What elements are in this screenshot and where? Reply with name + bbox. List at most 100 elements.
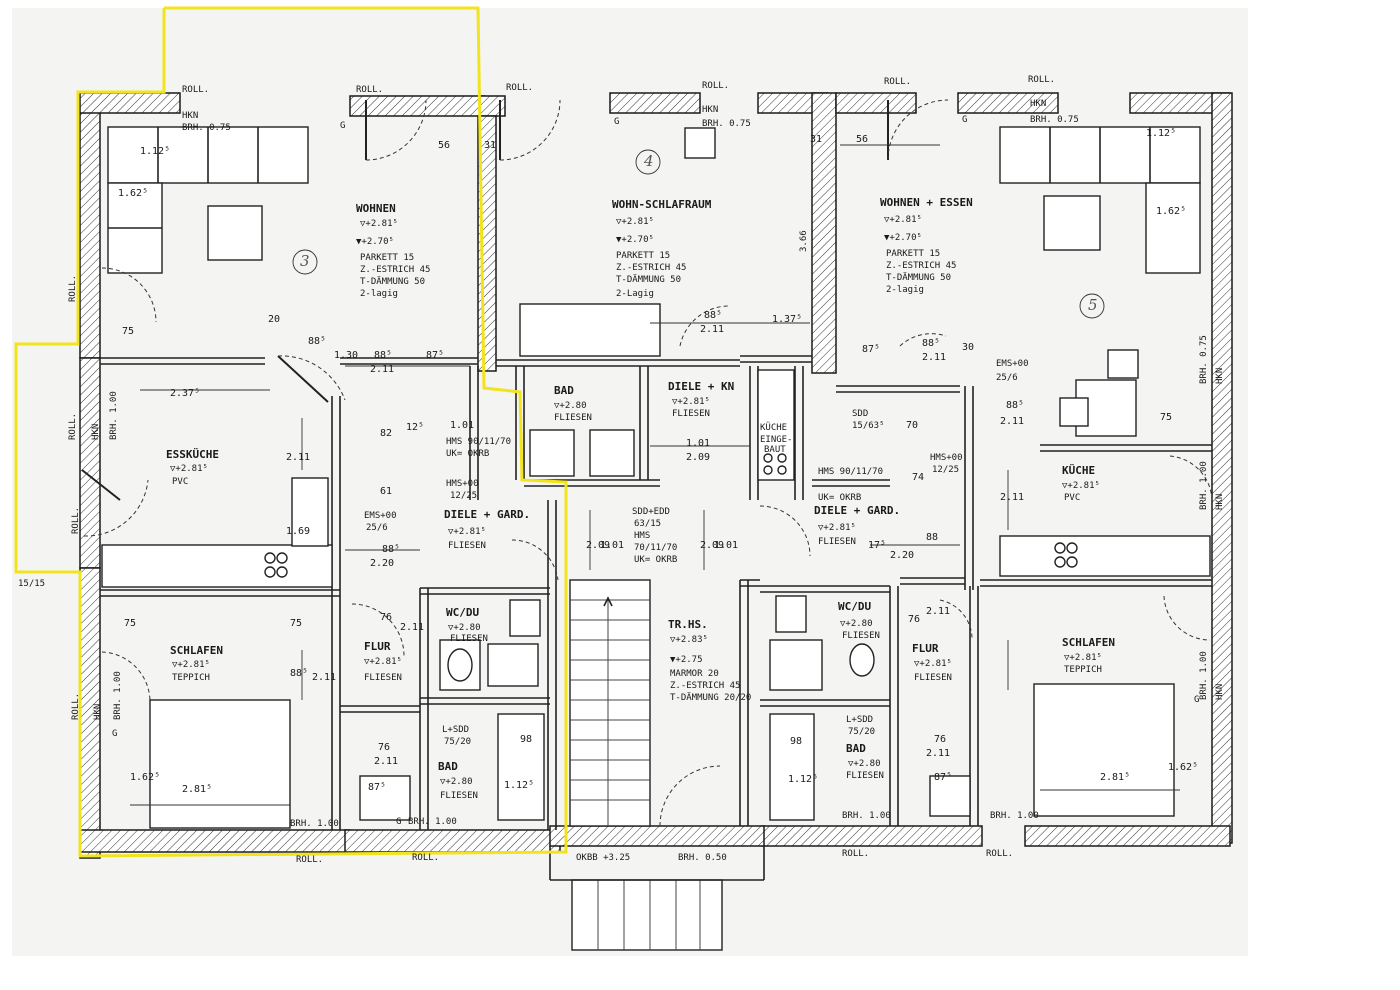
roll-label: ROLL. [702,81,729,91]
dimension: 98 [790,736,802,747]
dimension: 1.62⁵ [130,772,160,783]
room-wcdu-left-level: ▽+2.80 [448,623,481,633]
dimension: 2.37⁵ [170,388,200,399]
brh-label: BRH. 0.75 [702,119,751,129]
room-bad-right-level: ▽+2.80 [848,759,881,769]
room-wohnen-left-layers: 2-lagig [360,289,398,299]
dimension: 76 [380,612,392,623]
brh-label: BRH. 1.00 [408,817,457,827]
brh-label: BRH. 1.00 [290,819,339,829]
g-marker: G [396,817,401,827]
room-wohnen-left-level2: ▼+2.70⁵ [356,237,394,247]
room-treppenhaus-floor: MARMOR 20 [670,669,719,679]
dimension: 2.11 [400,622,424,633]
brh-label-vertical: BRH. 1.00 [1199,461,1209,510]
interior-walls [100,355,1212,830]
dimension: 61 [380,486,392,497]
dimension: 70 [906,420,918,431]
kitchen-built-in-label: KÜCHE [760,422,787,433]
dimension: 17⁵ [868,540,886,551]
room-wcdu-right: WC/DU [838,600,871,613]
dimension: 1.12⁵ [788,774,818,785]
dimension: 2.81⁵ [182,784,212,795]
room-bad-left: BAD [438,760,458,773]
dimension: 87⁵ [368,782,386,793]
g-marker: G [340,121,345,131]
room-wohnen-left-screed: Z.-ESTRICH 45 [360,265,430,275]
room-diele-left: DIELE + GARD. [444,508,530,521]
room-wohnen-essen-layers: 2-lagig [886,285,924,295]
room-wohnschlafraum-screed: Z.-ESTRICH 45 [616,263,686,273]
dimension: 75 [124,618,136,629]
room-wohnschlafraum-insulation: T-DÄMMUNG 50 [616,274,681,285]
room-diele-kn-level: ▽+2.81⁵ [672,397,710,407]
room-wohnen-essen-screed: Z.-ESTRICH 45 [886,261,956,271]
dimension: 1.01 [600,540,624,551]
unit-number-4: 4 [643,152,654,170]
dimension: 1.37⁵ [772,314,802,325]
room-schlafen-left-level: ▽+2.81⁵ [172,660,210,670]
dimension: 1.12⁵ [504,780,534,791]
room-diele-right: DIELE + GARD. [814,504,900,517]
hms-uk: UK= OKRB [818,493,861,503]
lsdd-label: L+SDD [846,715,873,725]
brh-label: BRH. 0.75 [1030,115,1079,125]
room-wohnschlafraum-layers: 2-Lagig [616,289,654,299]
hkn-label-vertical: HKN [1215,368,1225,384]
room-wohnschlafraum-level1: ▽+2.81⁵ [616,217,654,227]
room-wohnen-left-level1: ▽+2.81⁵ [360,219,398,229]
hms-uk: UK= OKRB [634,555,677,565]
room-wohnen-essen-floor: PARKETT 15 [886,249,940,259]
dimension: 31 [484,140,496,151]
dimension: 75 [290,618,302,629]
stairs [549,579,765,951]
g-marker: G [614,117,619,127]
dimension: 1.01 [686,438,710,449]
dimension: 31 [810,134,822,145]
room-treppenhaus: TR.HS. [668,618,708,631]
hkn-label: HKN [702,105,718,115]
hms-label: HMS [634,531,650,541]
dimension: 98 [520,734,532,745]
hms-size: 70/11/70 [634,543,677,553]
dimension: 87⁵ [862,344,880,355]
dimension: 1.12⁵ [140,146,170,157]
dimension: 76 [378,742,390,753]
kitchen-built-in-label: EINGE- [760,435,793,445]
room-diele-right-floor: FLIESEN [818,537,856,547]
unit-number-3: 3 [300,252,310,270]
dimension: 2.11 [374,756,398,767]
room-wohnschlafraum-floor: PARKETT 15 [616,251,670,261]
brh-label: BRH. 1.00 [990,811,1039,821]
room-wohnen-essen-level2: ▼+2.70⁵ [884,233,922,243]
dimension: 88⁵ [308,336,326,347]
room-diele-kn: DIELE + KN [668,380,734,393]
dimension: 2.11 [922,352,946,363]
room-diele-left-floor: FLIESEN [448,541,486,551]
highlight-outline [14,6,568,858]
dimension: 2.81⁵ [1100,772,1130,783]
ems-label: EMS+00 [996,359,1029,369]
lsdd-label: L+SDD [442,725,469,735]
dimension: 2.09 [686,452,710,463]
dimension: 2.11 [926,748,950,759]
room-wohnen-left: WOHNEN [356,202,396,215]
brh-label-vertical: BRH. 1.00 [113,671,123,720]
roll-label: ROLL. [296,855,323,865]
hkn-label-vertical: HKN [1215,684,1225,700]
g-marker: G [112,729,117,739]
okbb-label: OKBB +3.25 [576,853,630,863]
side-note: 15/15 [18,579,45,589]
room-treppenhaus-screed: Z.-ESTRICH 45 [670,681,740,691]
sdd-size: 15/63⁵ [852,421,885,431]
room-bad-right-floor: FLIESEN [846,771,884,781]
hms-label: HMS 90/11/70 [818,467,883,477]
dimension: 1.01 [450,420,474,431]
dimension: 88⁵ [382,544,400,555]
lsdd-size: 75/20 [444,737,471,747]
room-kueche-right-level: ▽+2.81⁵ [1062,481,1100,491]
dimension: 20 [268,314,280,325]
roll-label: ROLL. [356,85,383,95]
dimension: 2.20 [370,558,394,569]
